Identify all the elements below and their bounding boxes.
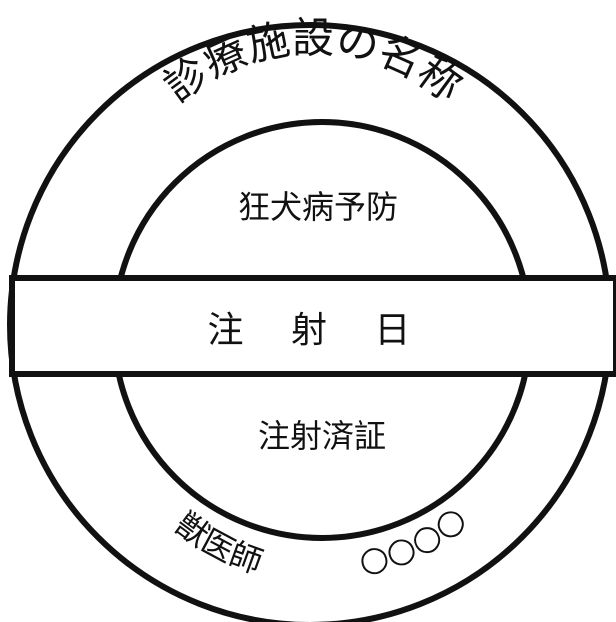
date-band: [9, 275, 616, 377]
vaccination-certificate-label: 注射済証: [258, 417, 386, 455]
injection-date-label: 注 射 日: [208, 310, 429, 351]
rabies-prevention-label: 狂犬病予防: [238, 188, 398, 226]
